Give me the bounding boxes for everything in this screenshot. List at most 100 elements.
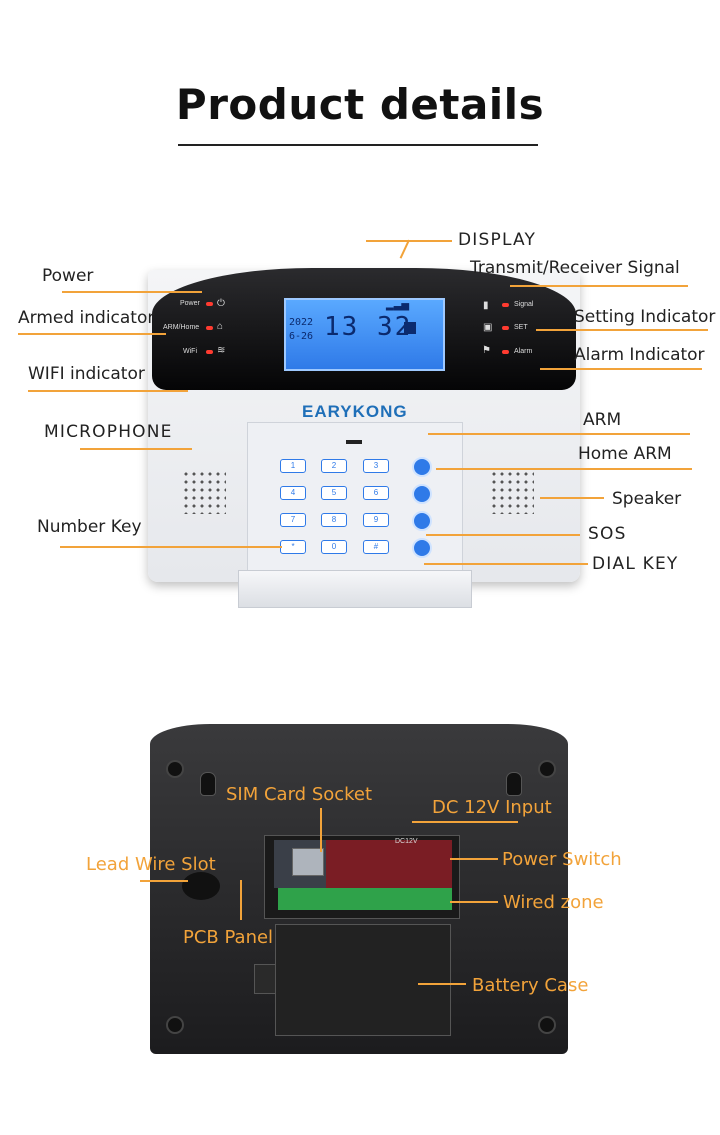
key-3[interactable]: 3 bbox=[363, 459, 389, 473]
lock-icon bbox=[404, 322, 416, 334]
key-1[interactable]: 1 bbox=[280, 459, 306, 473]
alarm-led bbox=[502, 350, 509, 354]
label-setting-indicator: Setting Indicator bbox=[574, 307, 716, 327]
leader-power-switch bbox=[450, 858, 498, 860]
leader-sim bbox=[320, 808, 322, 852]
keypad bbox=[247, 422, 463, 586]
label-microphone: MICROPHONE bbox=[44, 422, 173, 442]
key-0[interactable]: 0 bbox=[321, 540, 347, 554]
settings-icon: ▣ bbox=[483, 322, 493, 333]
leader-dial bbox=[424, 563, 588, 565]
leader-sos bbox=[426, 534, 580, 536]
label-arm: ARM bbox=[583, 410, 622, 430]
sim-icon: ▮ bbox=[483, 300, 489, 311]
label-armed-indicator: Armed indicator bbox=[18, 308, 155, 328]
arm-home-indicator-label: ARM/Home bbox=[163, 324, 200, 331]
microphone-hole bbox=[346, 440, 362, 444]
wall-mount-hole-left bbox=[200, 772, 216, 796]
key-star[interactable]: * bbox=[280, 540, 306, 554]
label-wifi-indicator: WIFI indicator bbox=[28, 364, 145, 384]
label-display: DISPLAY bbox=[458, 230, 537, 250]
label-wired-zone: Wired zone bbox=[503, 892, 604, 913]
label-speaker: Speaker bbox=[612, 489, 682, 509]
dial-key[interactable] bbox=[412, 538, 432, 558]
leader-lead-wire bbox=[140, 880, 188, 882]
key-4[interactable]: 4 bbox=[280, 486, 306, 500]
label-pcb-panel: PCB Panel bbox=[183, 927, 274, 948]
battery-case[interactable] bbox=[275, 924, 451, 1036]
leader-number-key bbox=[60, 546, 282, 548]
leader-speaker bbox=[540, 497, 604, 499]
lead-wire-slot bbox=[182, 872, 220, 900]
title-underline bbox=[178, 144, 538, 146]
home-arm-key[interactable] bbox=[412, 484, 432, 504]
label-transmit-receiver: Transmit/Receiver Signal bbox=[470, 258, 680, 278]
lcd-date-bottom: 6-26 bbox=[289, 331, 314, 342]
screw-bottom-right bbox=[538, 1016, 556, 1034]
lcd-display bbox=[284, 298, 445, 371]
lcd-time: 13 32 bbox=[324, 312, 413, 342]
signal-icon: ▂▃▅ bbox=[386, 300, 410, 311]
screw-bottom-left bbox=[166, 1016, 184, 1034]
leader-arm bbox=[428, 433, 690, 435]
page-title: Product details bbox=[175, 80, 545, 129]
leader-transmit bbox=[510, 285, 688, 287]
leader-wifi bbox=[28, 390, 188, 392]
set-indicator-label: SET bbox=[514, 324, 528, 331]
lcd-date: 2022 6-26 bbox=[289, 316, 313, 344]
label-number-key: Number Key bbox=[37, 517, 142, 537]
screw-top-left bbox=[166, 760, 184, 778]
key-9[interactable]: 9 bbox=[363, 513, 389, 527]
leader-alarm bbox=[540, 368, 702, 370]
label-battery-case: Battery Case bbox=[472, 975, 589, 996]
label-sos: SOS bbox=[588, 524, 627, 544]
leader-display bbox=[408, 240, 452, 242]
arm-home-led bbox=[206, 326, 213, 330]
leader-setting bbox=[536, 329, 708, 331]
leader-power bbox=[62, 291, 202, 293]
set-led bbox=[502, 326, 509, 330]
terminal-block[interactable] bbox=[278, 888, 452, 910]
key-8[interactable]: 8 bbox=[321, 513, 347, 527]
leader-wired-zone bbox=[450, 901, 498, 903]
alarm-indicator-label: Alarm bbox=[514, 348, 533, 355]
battery-latch[interactable] bbox=[254, 964, 276, 994]
speaker-grill bbox=[490, 470, 534, 514]
label-dc-input: DC 12V Input bbox=[432, 797, 552, 818]
label-power: Power bbox=[42, 266, 94, 286]
arm-key[interactable] bbox=[412, 457, 432, 477]
sos-key[interactable] bbox=[412, 511, 432, 531]
leader-microphone bbox=[80, 448, 192, 450]
signal-indicator-label: Signal bbox=[514, 301, 534, 308]
key-7[interactable]: 7 bbox=[280, 513, 306, 527]
leader-battery bbox=[418, 983, 466, 985]
key-2[interactable]: 2 bbox=[321, 459, 347, 473]
alarm-bell-icon: ⚑ bbox=[482, 345, 491, 356]
label-alarm-indicator: Alarm Indicator bbox=[574, 345, 705, 365]
power-icon: ⏻ bbox=[217, 298, 225, 309]
signal-led bbox=[502, 303, 509, 307]
sim-card-socket[interactable] bbox=[292, 848, 324, 876]
key-hash[interactable]: # bbox=[363, 540, 389, 554]
key-5[interactable]: 5 bbox=[321, 486, 347, 500]
leader-pcb bbox=[240, 880, 242, 920]
leader-armed bbox=[18, 333, 166, 335]
home-icon: ⌂ bbox=[217, 321, 224, 332]
power-indicator-label: Power bbox=[180, 300, 200, 307]
screw-top-right bbox=[538, 760, 556, 778]
wall-mount-hole-right bbox=[506, 772, 522, 796]
microphone-grill bbox=[182, 470, 226, 514]
leader-display-3 bbox=[399, 239, 410, 259]
kickstand bbox=[238, 570, 472, 608]
lcd-date-top: 2022 bbox=[289, 317, 314, 328]
leader-dc bbox=[412, 821, 518, 823]
leader-display-2 bbox=[366, 240, 410, 242]
board-dc-marking: DC12V bbox=[395, 838, 418, 845]
leader-home-arm bbox=[436, 468, 692, 470]
wifi-icon: ≋ bbox=[217, 345, 226, 356]
label-home-arm: Home ARM bbox=[578, 444, 672, 464]
label-sim-card-socket: SIM Card Socket bbox=[226, 784, 373, 805]
key-6[interactable]: 6 bbox=[363, 486, 389, 500]
wifi-indicator-label: WiFi bbox=[183, 348, 197, 355]
label-dial-key: DIAL KEY bbox=[592, 554, 679, 574]
